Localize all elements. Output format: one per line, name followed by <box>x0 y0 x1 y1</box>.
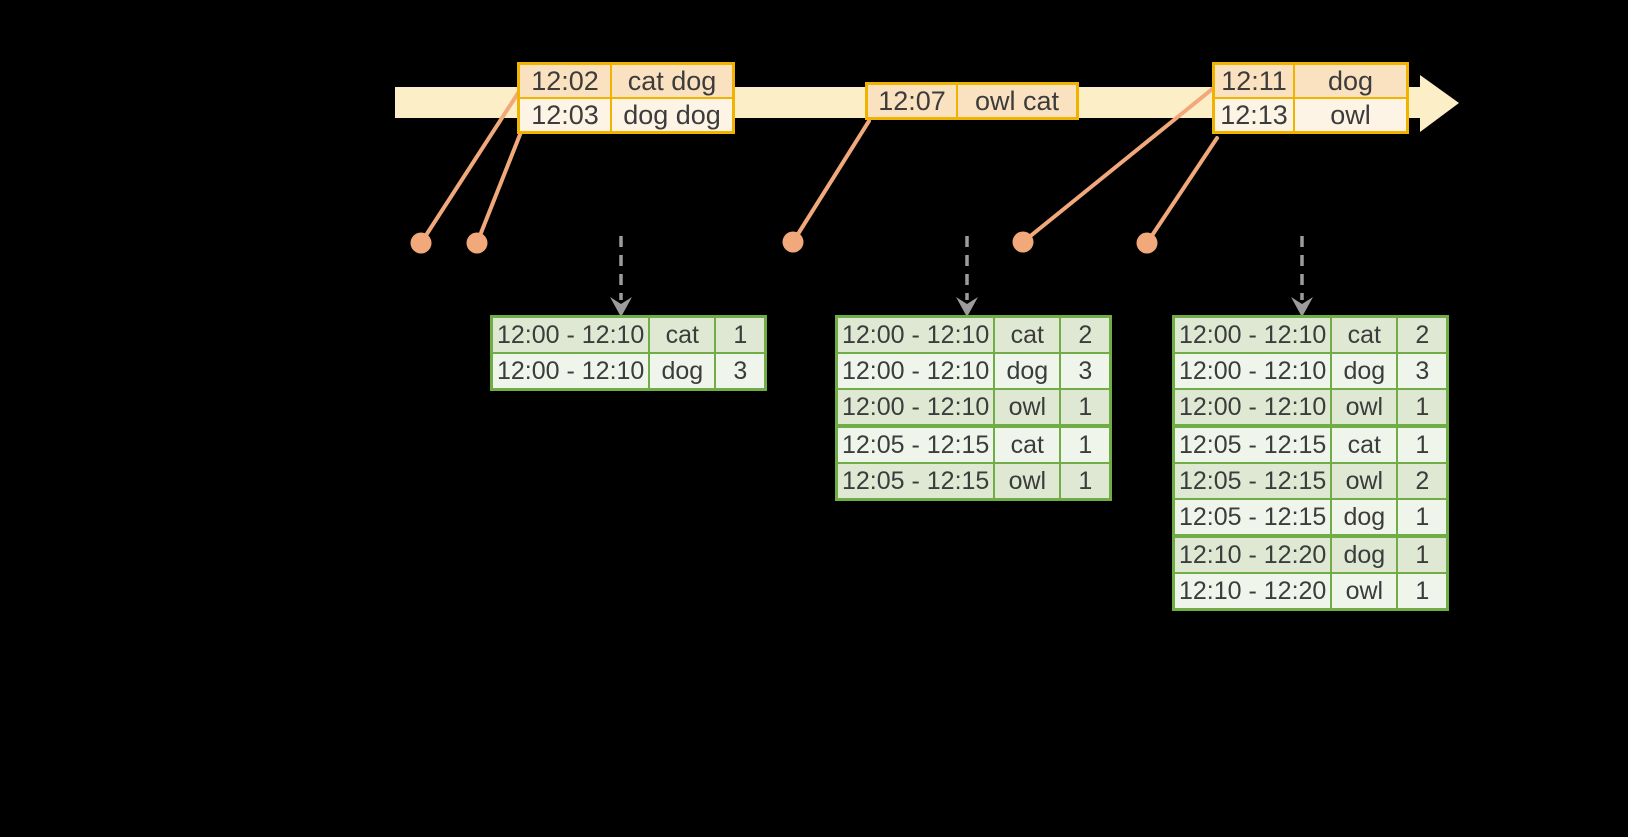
word-cell: dog <box>648 352 717 391</box>
time-cell: 12:11 <box>1212 62 1295 99</box>
time-cell: 12:07 <box>865 82 958 120</box>
count-cell: 1 <box>1396 534 1449 574</box>
count-cell: 1 <box>1059 462 1112 501</box>
count-cell: 1 <box>1059 424 1112 464</box>
count-cell: 2 <box>1059 315 1112 354</box>
window-cell: 12:00 - 12:10 <box>835 388 996 427</box>
word-cell: owl <box>993 462 1062 501</box>
count-cell: 3 <box>1396 352 1449 390</box>
window-cell: 12:00 - 12:10 <box>490 315 651 354</box>
arrow-down-icon <box>956 297 978 317</box>
window-cell: 12:05 - 12:15 <box>1172 462 1333 500</box>
word-cell: dog <box>1330 498 1399 537</box>
words-cell: dog <box>1293 62 1409 99</box>
event-dot <box>1136 232 1158 254</box>
count-cell: 1 <box>1396 424 1449 464</box>
window-cell: 12:05 - 12:15 <box>835 424 996 464</box>
count-cell: 3 <box>714 352 767 391</box>
window-cell: 12:00 - 12:10 <box>1172 352 1333 390</box>
words-cell: owl <box>1293 97 1409 134</box>
event-connector-line <box>1021 84 1218 244</box>
window-cell: 12:00 - 12:10 <box>835 352 996 390</box>
event-connector-line <box>1145 136 1219 245</box>
word-cell: cat <box>993 424 1062 464</box>
word-cell: owl <box>1330 572 1399 611</box>
event-connectors <box>410 84 1219 254</box>
count-cell: 1 <box>1059 388 1112 427</box>
word-cell: owl <box>1330 388 1399 427</box>
window-cell: 12:00 - 12:10 <box>1172 388 1333 427</box>
word-cell: cat <box>648 315 717 354</box>
word-cell: dog <box>1330 352 1399 390</box>
timeline-arrowhead-icon <box>1420 75 1459 132</box>
count-cell: 1 <box>714 315 767 354</box>
count-cell: 2 <box>1396 462 1449 500</box>
window-cell: 12:00 - 12:10 <box>835 315 996 354</box>
event-connector-line <box>791 119 871 244</box>
window-cell: 12:05 - 12:15 <box>835 462 996 501</box>
window-cell: 12:10 - 12:20 <box>1172 534 1333 574</box>
word-cell: cat <box>1330 315 1399 354</box>
count-cell: 3 <box>1059 352 1112 390</box>
arrow-down-icon <box>1291 297 1313 317</box>
count-cell: 1 <box>1396 388 1449 427</box>
time-cell: 12:03 <box>517 97 612 134</box>
event-dot <box>410 232 432 254</box>
trigger-arrows <box>610 236 1313 317</box>
count-cell: 2 <box>1396 315 1449 354</box>
window-cell: 12:00 - 12:10 <box>490 352 651 391</box>
word-cell: dog <box>1330 534 1399 574</box>
event-dot <box>466 232 488 254</box>
window-cell: 12:10 - 12:20 <box>1172 572 1333 611</box>
window-cell: 12:00 - 12:10 <box>1172 315 1333 354</box>
word-cell: cat <box>1330 424 1399 464</box>
event-dot <box>1012 231 1034 253</box>
event-connector-line <box>475 125 525 245</box>
window-cell: 12:05 - 12:15 <box>1172 424 1333 464</box>
count-cell: 1 <box>1396 572 1449 611</box>
arrow-down-icon <box>610 297 632 317</box>
words-cell: cat dog <box>610 62 735 99</box>
word-cell: dog <box>993 352 1062 390</box>
word-cell: owl <box>1330 462 1399 500</box>
words-cell: dog dog <box>610 97 735 134</box>
word-cell: cat <box>993 315 1062 354</box>
time-cell: 12:02 <box>517 62 612 99</box>
count-cell: 1 <box>1396 498 1449 537</box>
word-cell: owl <box>993 388 1062 427</box>
words-cell: owl cat <box>956 82 1079 120</box>
window-cell: 12:05 - 12:15 <box>1172 498 1333 537</box>
event-dot <box>782 231 804 253</box>
event-connector-line <box>419 85 524 245</box>
time-cell: 12:13 <box>1212 97 1295 134</box>
